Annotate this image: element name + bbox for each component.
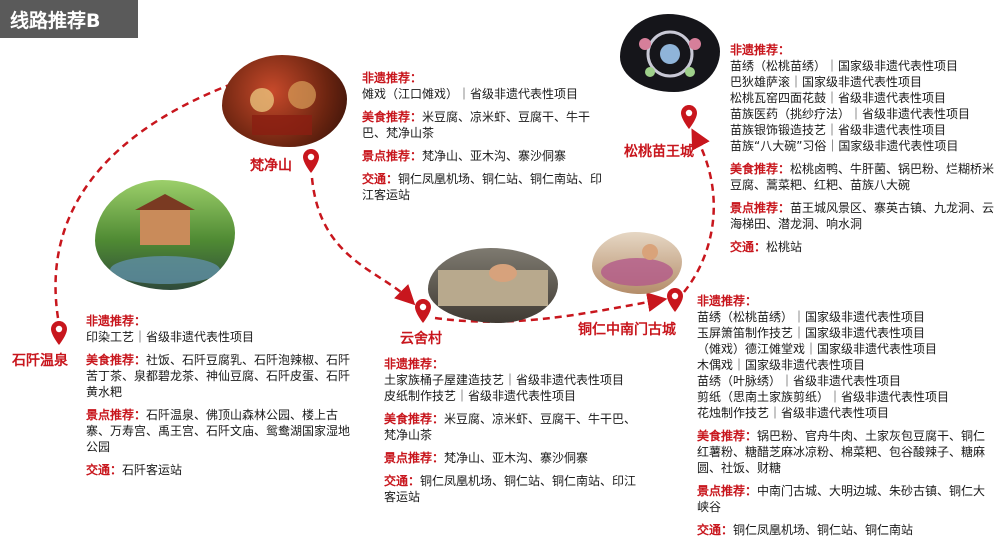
info-yunshe: 非遗推荐： 土家族桶子屋建造技艺｜省级非遗代表性项目 皮纸制作技艺｜省级非遗代表… (384, 356, 644, 512)
food-label: 美食推荐： (730, 162, 791, 176)
scenic-label: 景点推荐： (697, 484, 758, 498)
food-text: 社饭、石阡豆腐乳、石阡泡辣椒、石阡苦丁茶、泉都碧龙茶、神仙豆腐、石阡皮蛋、石阡黄… (86, 353, 351, 399)
food-label: 美食推荐： (384, 412, 445, 426)
info-shiqian: 非遗推荐： 印染工艺｜省级非遗代表性项目 美食推荐：社饭、石阡豆腐乳、石阡泡辣椒、… (86, 313, 356, 485)
place-name-fanjingshan: 梵净山 (250, 158, 292, 174)
heritage-label: 非遗推荐： (362, 71, 423, 85)
route-segment-yunshe-tongren (434, 292, 668, 323)
heritage-item: 土家族桶子屋建造技艺｜省级非遗代表性项目 (384, 373, 625, 387)
scenic-label: 景点推荐： (730, 201, 791, 215)
food-text: 松桃卤鸭、牛肝菌、锅巴粉、烂糊桥米豆腐、蒿菜粑、红粑、苗族八大碗 (730, 162, 995, 192)
map-pin-icon (303, 149, 319, 173)
map-pin-icon (681, 105, 697, 129)
scenic-text: 石阡温泉、佛顶山森林公园、楼上古寨、万寿宫、禹王宫、石阡文庙、鸳鸯湖国家湿地公园 (86, 408, 351, 454)
heritage-item: 皮纸制作技艺｜省级非遗代表性项目 (384, 389, 577, 403)
heritage-item: 苗绣（叶脉绣）｜省级非遗代表性项目 (697, 374, 902, 388)
heritage-item: 松桃瓦窑四面花鼓｜省级非遗代表性项目 (730, 91, 947, 105)
info-fanjingshan: 非遗推荐： 傩戏（江口傩戏）｜省级非遗代表性项目 美食推荐：米豆腐、凉米虾、豆腐干… (362, 70, 614, 210)
heritage-item: 剪纸（思南土家族剪纸）｜省级非遗代表性项目 (697, 390, 950, 404)
map-pin-icon (415, 299, 431, 323)
scenic-text: 梵净山、亚木沟、寨沙侗寨 (444, 451, 589, 465)
heritage-label: 非遗推荐： (384, 357, 445, 371)
traffic-text: 铜仁凤凰机场、铜仁站、铜仁南站 (733, 523, 914, 537)
traffic-label: 交通： (730, 240, 767, 254)
scenic-label: 景点推荐： (362, 149, 423, 163)
heritage-label: 非遗推荐： (730, 43, 791, 57)
map-pin-icon (51, 321, 67, 345)
food-text: 米豆腐、凉米虾、豆腐干、牛干巴、梵净山茶 (384, 412, 637, 442)
scenic-label: 景点推荐： (384, 451, 445, 465)
route-segment-fanjingshan-yunshe (310, 177, 416, 306)
photo-yunshe (428, 248, 558, 323)
heritage-label: 非遗推荐： (86, 314, 147, 328)
heritage-item: 苗族“八大碗”习俗｜国家级非遗代表性项目 (730, 139, 959, 153)
scenic-text: 苗王城风景区、寨英古镇、九龙洞、云海梯田、潜龙洞、响水洞 (730, 201, 995, 231)
place-name-yunshe: 云舍村 (400, 331, 442, 347)
place-name-songtao: 松桃苗王城 (624, 144, 694, 160)
traffic-text: 松桃站 (766, 240, 803, 254)
heritage-item: 玉屏箫笛制作技艺｜国家级非遗代表性项目 (697, 326, 926, 340)
traffic-text: 铜仁凤凰机场、铜仁站、铜仁南站、印江客运站 (362, 172, 603, 202)
scenic-label: 景点推荐： (86, 408, 147, 422)
traffic-label: 交通： (384, 474, 421, 488)
heritage-item: 苗绣（松桃苗绣）｜国家级非遗代表性项目 (730, 59, 959, 73)
photo-tongren (592, 232, 682, 294)
heritage-item: （傩戏）德江傩堂戏｜国家级非遗代表性项目 (697, 342, 938, 356)
heritage-item: 苗绣（松桃苗绣）｜国家级非遗代表性项目 (697, 310, 926, 324)
food-label: 美食推荐： (697, 429, 758, 443)
heritage-item: 苗族医药（挑纱疗法）｜省级非遗代表性项目 (730, 107, 971, 121)
scenic-text: 梵净山、亚木沟、寨沙侗寨 (422, 149, 567, 163)
photo-songtao (620, 14, 720, 92)
place-name-shiqian: 石阡温泉 (12, 353, 68, 369)
page-title: 线路推荐B (0, 0, 138, 38)
heritage-item: 木偶戏｜国家级非遗代表性项目 (697, 358, 866, 372)
heritage-text: 傩戏（江口傩戏）｜省级非遗代表性项目 (362, 87, 579, 101)
food-text: 米豆腐、凉米虾、豆腐干、牛干巴、梵净山茶 (362, 110, 591, 140)
heritage-text: 印染工艺｜省级非遗代表性项目 (86, 330, 255, 344)
traffic-label: 交通： (86, 463, 123, 477)
map-pin-icon (667, 288, 683, 312)
heritage-item: 巴狄雄萨滚｜国家级非遗代表性项目 (730, 75, 923, 89)
food-label: 美食推荐： (86, 353, 147, 367)
scenic-text: 中南门古城、大明边城、朱砂古镇、铜仁大峡谷 (697, 484, 986, 514)
route-segment-tongren-songtao (683, 128, 715, 293)
traffic-label: 交通： (697, 523, 734, 537)
place-name-tongren: 铜仁中南门古城 (578, 322, 676, 338)
food-text: 锅巴粉、官舟牛肉、土家灰包豆腐干、铜仁红薯粉、糖醋芝麻冰凉粉、棉菜粑、包谷酸辣子… (697, 429, 986, 475)
traffic-text: 铜仁凤凰机场、铜仁站、铜仁南站、印江客运站 (384, 474, 637, 504)
heritage-item: 花烛制作技艺｜省级非遗代表性项目 (697, 406, 890, 420)
heritage-label: 非遗推荐： (697, 294, 758, 308)
info-tongren: 非遗推荐： 苗绣（松桃苗绣）｜国家级非遗代表性项目 玉屏箫笛制作技艺｜国家级非遗… (697, 293, 997, 545)
heritage-item: 苗族银饰锻造技艺｜省级非遗代表性项目 (730, 123, 947, 137)
food-label: 美食推荐： (362, 110, 423, 124)
traffic-text: 石阡客运站 (122, 463, 183, 477)
photo-fanjingshan (222, 55, 347, 147)
info-songtao: 非遗推荐： 苗绣（松桃苗绣）｜国家级非遗代表性项目 巴狄雄萨滚｜国家级非遗代表性… (730, 42, 996, 262)
photo-shiqian (95, 180, 235, 290)
traffic-label: 交通： (362, 172, 399, 186)
